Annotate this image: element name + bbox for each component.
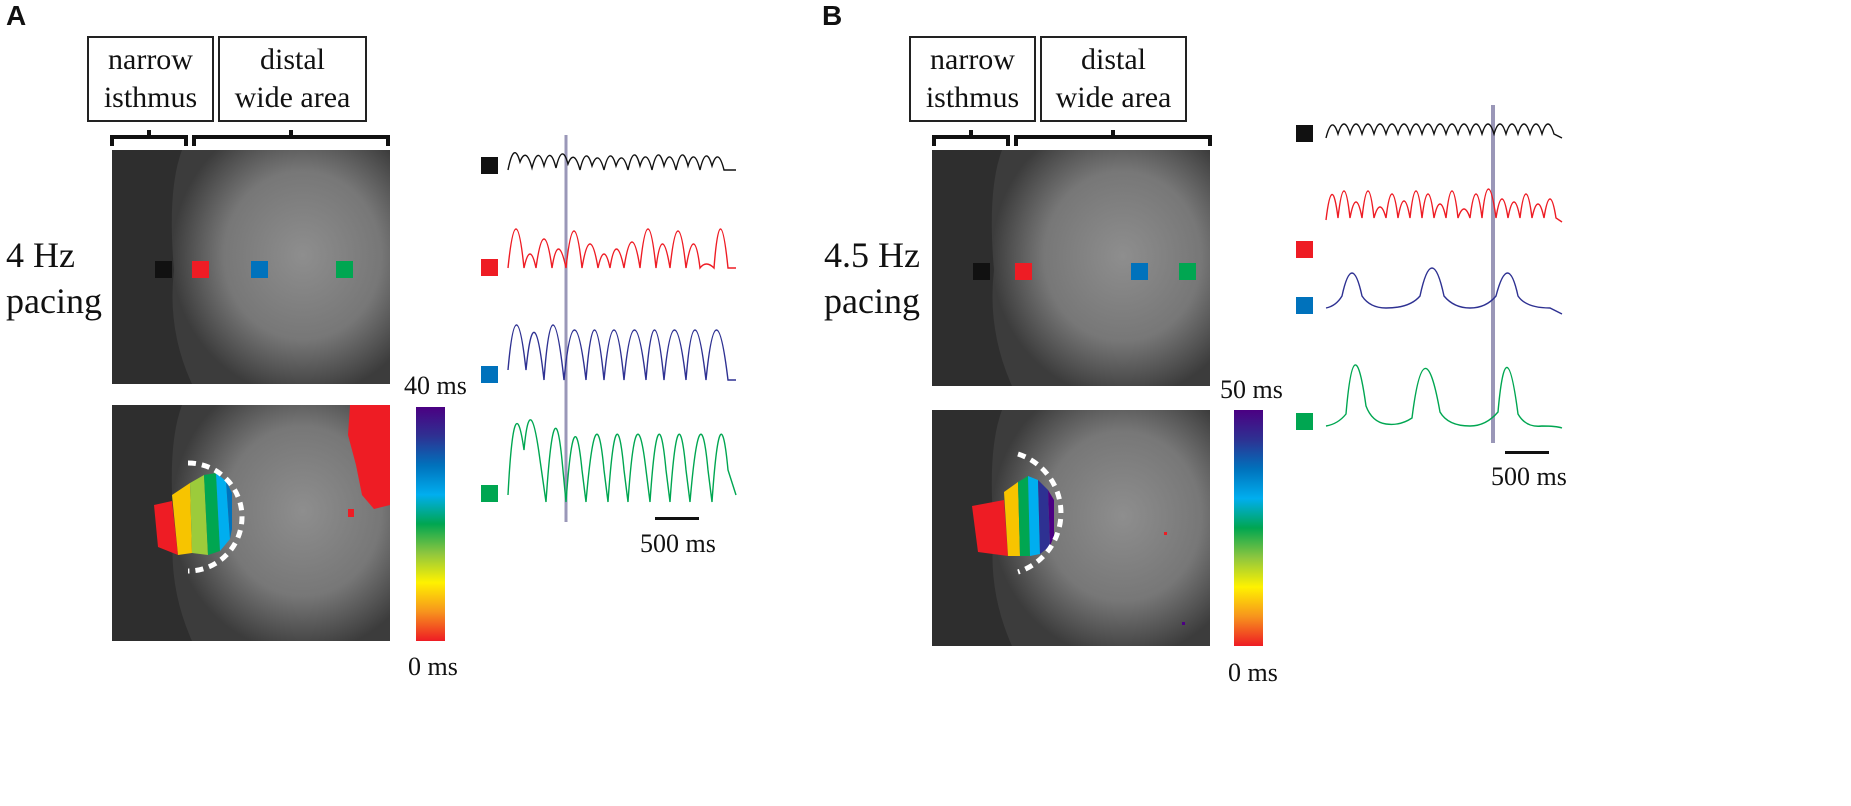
black-trace-marker [1296, 125, 1313, 142]
trace-plot [1325, 105, 1563, 443]
blue-marker [251, 261, 268, 278]
black-trace [1325, 123, 1563, 139]
colorbar [1234, 410, 1263, 646]
black-trace [507, 152, 736, 171]
region-brackets [110, 130, 390, 146]
trace-plot [507, 135, 737, 522]
blue-marker [1131, 263, 1148, 280]
fluorescence-image [932, 150, 1210, 386]
pacing-label: 4 Hz pacing [6, 235, 102, 321]
narrow-isthmus-label: narrow isthmus [909, 36, 1036, 122]
pacing-label: 4.5 Hz pacing [824, 235, 920, 321]
red-marker [192, 261, 209, 278]
green-marker [1179, 263, 1196, 280]
region-brackets [932, 130, 1212, 146]
scale-bar-label: 500 ms [640, 529, 716, 558]
red-trace-marker [481, 259, 498, 276]
blue-trace-marker [481, 366, 498, 383]
colorbar-max-label: 40 ms [404, 371, 467, 400]
activation-map [932, 410, 1210, 646]
narrow-isthmus-label: narrow isthmus [87, 36, 214, 122]
black-marker [155, 261, 172, 278]
blue-trace-marker [1296, 297, 1313, 314]
distal-wide-area-label: distal wide area [1040, 36, 1187, 122]
red-marker [1015, 263, 1032, 280]
green-trace [1325, 364, 1563, 429]
black-marker [973, 263, 990, 280]
distal-wide-area-label: distal wide area [218, 36, 367, 122]
blue-trace [1325, 267, 1563, 315]
green-trace-marker [481, 485, 498, 502]
activation-map [112, 405, 390, 641]
colorbar [416, 407, 445, 641]
panel-letter: A [6, 0, 27, 31]
colorbar-max-label: 50 ms [1220, 375, 1283, 404]
colorbar-min-label: 0 ms [1228, 658, 1278, 687]
scale-bar-label: 500 ms [1491, 462, 1567, 491]
green-marker [336, 261, 353, 278]
fluorescence-image [112, 150, 390, 384]
scale-bar [655, 517, 699, 520]
blue-trace [507, 324, 736, 381]
red-trace [507, 228, 736, 270]
red-trace [1325, 188, 1563, 223]
red-trace-marker [1296, 241, 1313, 258]
scale-bar [1505, 451, 1549, 454]
green-trace [507, 419, 737, 503]
black-trace-marker [481, 157, 498, 174]
green-trace-marker [1296, 413, 1313, 430]
colorbar-min-label: 0 ms [408, 652, 458, 681]
panel-letter: B [822, 0, 843, 31]
